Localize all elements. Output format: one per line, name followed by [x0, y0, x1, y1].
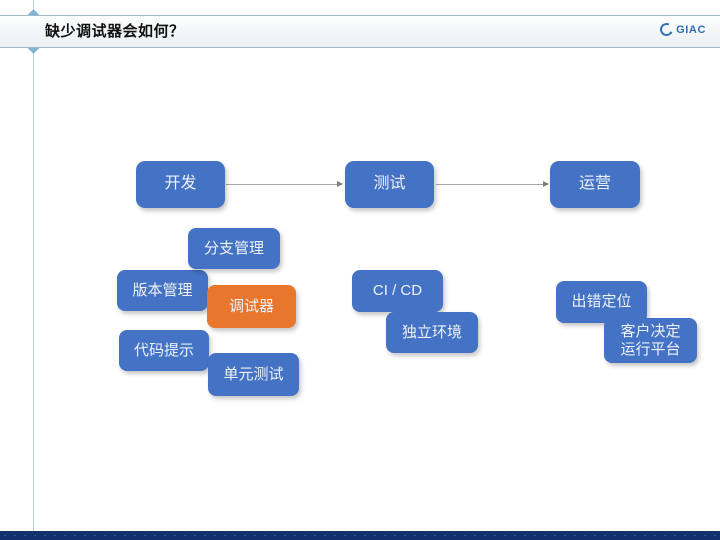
operations-cluster-item-1[interactable]: 出错定位: [556, 281, 647, 323]
page-title: 缺少调试器会如何？: [45, 23, 185, 40]
testing-cluster-item-1[interactable]: CI / CD: [352, 270, 443, 312]
giac-circle-icon: [658, 21, 675, 38]
flow-stage-1-label: 开发: [164, 175, 197, 193]
header-band: [0, 15, 720, 48]
development-cluster-item-5[interactable]: 单元测试: [208, 353, 299, 396]
flow-stage-3-label: 运营: [578, 175, 611, 193]
guide-line-vertical: [33, 0, 34, 532]
flow-stage-2-label: 测试: [373, 175, 406, 193]
testing-cluster-item-2[interactable]: 独立环境: [386, 312, 478, 353]
arrow-test-to-ops: [436, 181, 549, 187]
flow-stage-2[interactable]: 测试: [345, 161, 434, 208]
development-cluster-item-1[interactable]: 分支管理: [188, 228, 280, 269]
development-cluster-item-2-label: 版本管理: [132, 281, 193, 299]
development-cluster-item-3[interactable]: 调试器: [207, 285, 296, 328]
brand-logo-text: GIAC: [676, 23, 706, 36]
development-cluster-item-1-label: 分支管理: [203, 239, 264, 257]
operations-cluster-item-1-label: 出错定位: [571, 293, 632, 311]
testing-cluster-item-1-label: CI / CD: [372, 282, 423, 300]
testing-cluster-item-2-label: 独立环境: [401, 323, 462, 341]
operations-cluster-item-2-label: 客户决定 运行平台: [620, 323, 681, 358]
brand-logo: GIAC: [658, 21, 706, 38]
development-cluster-item-3-label: 调试器: [228, 297, 274, 315]
flow-stage-3[interactable]: 运营: [550, 161, 640, 208]
flow-stage-1[interactable]: 开发: [136, 161, 225, 208]
bottom-wave-decoration: [0, 531, 720, 540]
development-cluster-item-2[interactable]: 版本管理: [117, 270, 208, 311]
development-cluster-item-4-label: 代码提示: [133, 341, 194, 359]
operations-cluster-item-2[interactable]: 客户决定 运行平台: [604, 318, 697, 363]
development-cluster-item-5-label: 单元测试: [223, 365, 284, 383]
development-cluster-item-4[interactable]: 代码提示: [119, 330, 209, 371]
arrow-dev-to-test: [226, 181, 343, 187]
